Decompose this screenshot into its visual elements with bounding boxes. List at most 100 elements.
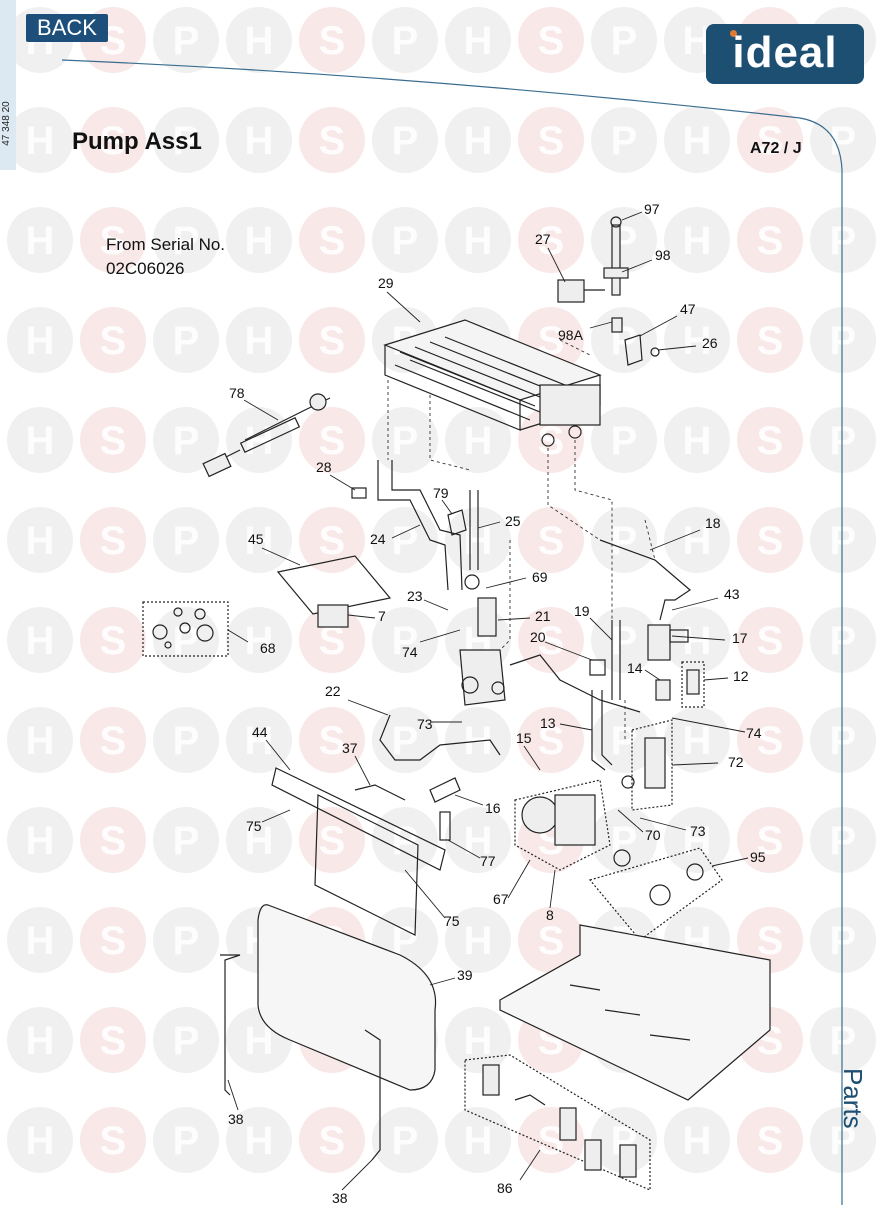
watermark-letter: H (245, 219, 274, 263)
assembly-guide-lines (387, 339, 656, 740)
watermark-letter: H (26, 519, 55, 563)
part-label-78: 78 (229, 385, 245, 401)
watermark-circle (810, 107, 876, 173)
watermark-letter: P (830, 1019, 857, 1063)
watermark-letter: H (683, 319, 712, 363)
flow-pipe (377, 460, 463, 591)
watermark-circle (591, 107, 657, 173)
watermark-letter: P (173, 219, 200, 263)
watermark-circle (810, 207, 876, 273)
watermark-circle (445, 407, 511, 473)
watermark-circle (7, 407, 73, 473)
part-label-13: 13 (540, 715, 556, 731)
watermark-letter: P (392, 519, 419, 563)
watermark-letter: S (319, 119, 346, 163)
part-label-70: 70 (645, 827, 661, 843)
watermark-circle (7, 907, 73, 973)
watermark-letter: S (757, 619, 784, 663)
watermark-circle (591, 607, 657, 673)
microswitch (317, 604, 349, 628)
watermark-circle (299, 207, 365, 273)
watermark-letter: S (757, 719, 784, 763)
watermark-letter: P (173, 319, 200, 363)
part-label-16: 16 (485, 800, 501, 816)
watermark-circle (372, 707, 438, 773)
logo-dot-icon (730, 30, 737, 37)
watermark-letter: H (464, 119, 493, 163)
watermark-letter: S (100, 419, 127, 463)
watermark-circle (226, 407, 292, 473)
part-label-7: 7 (378, 608, 386, 624)
watermark-circle (737, 307, 803, 373)
watermark-letter: H (245, 719, 274, 763)
watermark-letter: S (538, 119, 565, 163)
watermark-circle (591, 507, 657, 573)
watermark-circle (591, 7, 657, 73)
isolating-valve-kit (464, 1054, 651, 1191)
part-label-45: 45 (248, 531, 264, 547)
drain-fitting (429, 777, 461, 803)
watermark-circle (372, 407, 438, 473)
watermark-circle (810, 1107, 876, 1173)
watermark-letter: P (611, 119, 638, 163)
document-code: 47 348 20 (0, 101, 12, 146)
part-label-74a: 74 (402, 644, 418, 660)
watermark-circle (153, 7, 219, 73)
watermark-letter: S (538, 919, 565, 963)
return-hose (379, 714, 501, 761)
watermark-letter: H (26, 119, 55, 163)
watermark-circle (445, 907, 511, 973)
watermark-letter: H (683, 119, 712, 163)
part-label-69: 69 (532, 569, 548, 585)
part-label-74b: 74 (746, 725, 762, 741)
watermark-circle (445, 107, 511, 173)
part-label-25: 25 (505, 513, 521, 529)
heating-pipe (591, 690, 613, 771)
watermark-letter: S (757, 219, 784, 263)
watermark-circle (153, 1107, 219, 1173)
back-button[interactable]: BACK (26, 14, 108, 42)
header-rule (61, 59, 843, 1205)
watermark-circle (664, 807, 730, 873)
part-label-73b: 73 (690, 823, 706, 839)
watermark-letter: H (245, 19, 274, 63)
part-label-79: 79 (433, 485, 449, 501)
part-label-21: 21 (535, 608, 551, 624)
watermark-circle (7, 107, 73, 173)
watermark-letter: H (245, 319, 274, 363)
watermark-letter: S (319, 519, 346, 563)
watermark-circle (445, 207, 511, 273)
watermark-letter: H (245, 119, 274, 163)
watermark-letter: S (757, 119, 784, 163)
part-label-14: 14 (627, 660, 643, 676)
watermark-letter: H (26, 919, 55, 963)
parts-side-tab[interactable]: Parts (838, 1068, 868, 1129)
clip-bracket (624, 334, 660, 366)
watermark-letter: P (611, 819, 638, 863)
vessel-hose (220, 954, 241, 1096)
part-label-73a: 73 (417, 716, 433, 732)
watermark-letter: S (319, 319, 346, 363)
watermark-circle (445, 1107, 511, 1173)
watermark-circle (518, 707, 584, 773)
watermark-circle (7, 507, 73, 573)
watermark-letter: S (757, 419, 784, 463)
heating-connector-pipe (509, 654, 641, 713)
watermark-letter: H (464, 1019, 493, 1063)
part-label-37: 37 (342, 740, 358, 756)
watermark-circle (299, 7, 365, 73)
watermark-letter: P (392, 419, 419, 463)
watermark-circle (153, 407, 219, 473)
part-label-39: 39 (457, 967, 473, 983)
mounting-plate (276, 555, 392, 615)
watermark-circle (226, 507, 292, 573)
watermark-circle (226, 707, 292, 773)
watermark-letter: H (26, 719, 55, 763)
watermark-circle (445, 707, 511, 773)
watermark-circle (664, 1107, 730, 1173)
watermark-letter: H (26, 219, 55, 263)
watermark-letter: S (757, 1119, 784, 1163)
watermark-circle (518, 507, 584, 573)
